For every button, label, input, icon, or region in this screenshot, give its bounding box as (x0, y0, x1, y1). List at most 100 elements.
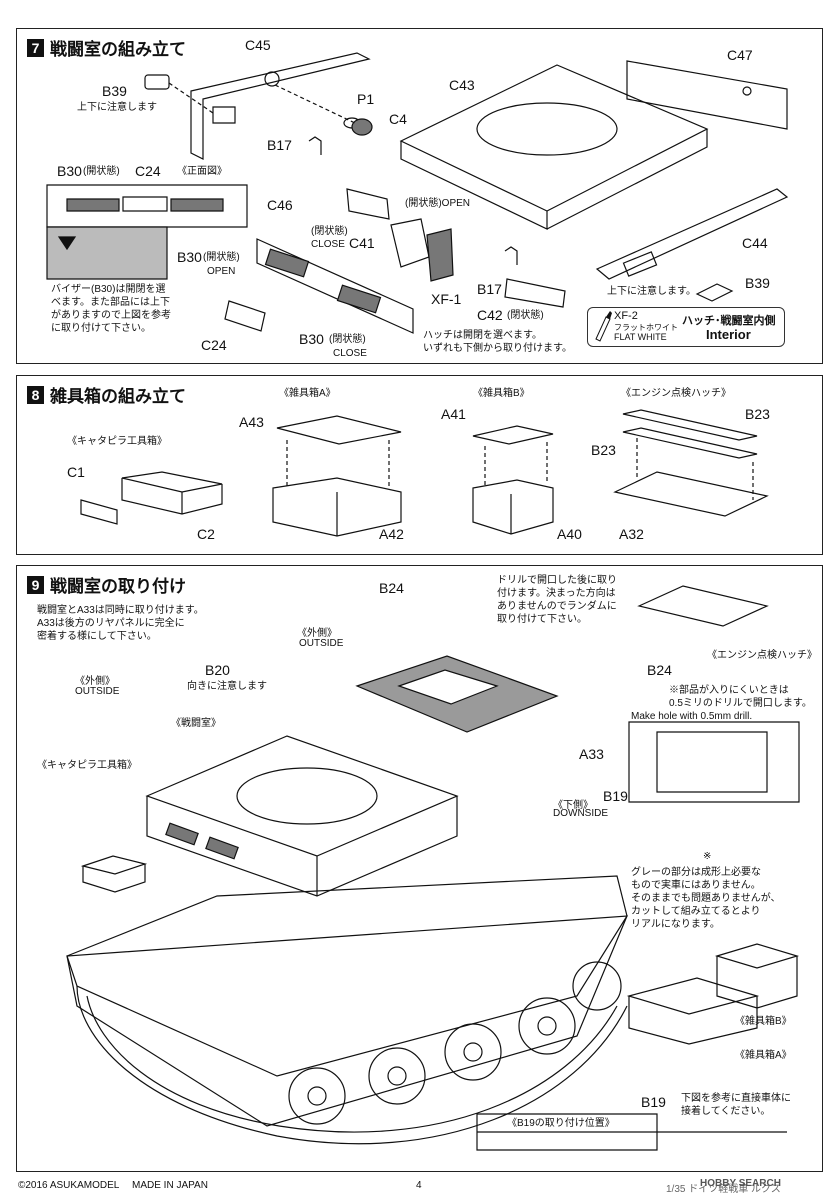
label-b19a: B19 (603, 788, 628, 804)
c47-wall (627, 61, 787, 129)
label-b20: B20 (205, 662, 230, 678)
step9-panel: 9 戦闘室の取り付け (16, 565, 823, 1172)
watermark: HOBBY SEARCH (700, 1178, 781, 1189)
label-c24a: C24 (135, 163, 161, 179)
road-wheel (519, 998, 575, 1054)
label-c47: C47 (727, 47, 753, 63)
label-b30: B30 (57, 163, 82, 179)
label-b19b: B19 (641, 1094, 666, 1110)
note-drill-en: Make hole with 0.5mm drill. (631, 711, 753, 722)
label-c45: C45 (245, 37, 271, 53)
label-c42: C42 (477, 307, 503, 323)
footer-made-in: MADE IN JAPAN (132, 1180, 208, 1191)
step7-panel: 7 戦闘室の組み立て (16, 28, 823, 364)
note-intro: 戦闘室とA33は同時に取り付けます。A33は後方のリヤパネルに完全に密着する様に… (37, 605, 204, 642)
label-a40: A40 (557, 526, 582, 542)
label-b39b: B39 (745, 275, 770, 291)
label-b23a: B23 (745, 406, 770, 422)
c45-wall (191, 53, 369, 159)
caption-engine-hatch: 《エンジン点検ハッチ》 (707, 650, 817, 661)
label-xf1: XF-1 (431, 291, 462, 307)
caption-front-view: 《正面図》 (177, 166, 227, 177)
label-c42-closed: (閉状態) (507, 310, 544, 321)
step-title: 雑具箱の組み立て (50, 387, 186, 406)
caption-outside2-jp: 《外側》 (75, 676, 115, 687)
note-updown-2: 上下に注意します。 (607, 286, 696, 297)
caption-box-a: 《雑具箱A》 (735, 1050, 792, 1061)
note-grey: グレーの部分は成形上必要なもので実車にはありません。 そのままでも問題ありません… (631, 867, 781, 930)
paint-code: XF-2 (614, 310, 638, 322)
c43-roof (401, 65, 707, 211)
label-b39a: B39 (102, 83, 127, 99)
label-b24a: B24 (379, 580, 404, 596)
note-b19: 下図を参考に直接車体に接着してください。 (681, 1093, 791, 1117)
brush-icon (595, 311, 612, 342)
step-title: 戦闘室の組み立て (50, 40, 186, 59)
caption-box-b: 《雑具箱B》 (735, 1016, 792, 1027)
a42-box (273, 478, 401, 536)
road-wheel (445, 1024, 501, 1080)
engine-hatch-detail (639, 586, 767, 626)
note-updown-1: 上下に注意します (77, 102, 157, 113)
label-b30-open: (開状態) (83, 166, 120, 177)
caption-downside-jp: 《下側》 (553, 800, 593, 811)
c45-slot (213, 107, 235, 123)
b23a-part (623, 410, 757, 440)
label-b30-open-en: OPEN (207, 266, 236, 277)
caption-outside2-en: OUTSIDE (75, 686, 120, 697)
c46-plate (257, 239, 413, 333)
paint-name-en: FLAT WHITE (614, 332, 667, 342)
label-b30-closed-code: B30 (299, 331, 324, 347)
label-p1: P1 (357, 91, 375, 107)
b39b-part (697, 284, 732, 301)
label-c44: C44 (742, 235, 768, 251)
b17a-part (309, 137, 321, 155)
caption-outside-jp: 《外側》 (297, 628, 337, 639)
c24-part (225, 301, 265, 331)
caption-downside-en: DOWNSIDE (553, 808, 608, 819)
track-box (83, 856, 145, 874)
profile-inset (47, 227, 167, 279)
label-b30-closed-en: CLOSE (333, 348, 367, 359)
road-wheel (369, 1048, 425, 1104)
label-b30-closed-jp: (閉状態) (329, 334, 366, 345)
b17b-part (505, 247, 517, 265)
note-drill-jp2: 0.5ミリのドリルで開口します。 (669, 698, 812, 709)
label-b30-open-jp: (開状態) (203, 252, 240, 263)
rear-panel-detail (629, 722, 799, 802)
label-c4: C4 (389, 111, 407, 127)
step8-header: 8 雑具箱の組み立て (27, 382, 186, 407)
c1-part (81, 500, 117, 524)
step9-illustration (17, 566, 822, 1171)
label-b24b: B24 (647, 662, 672, 678)
label-a41: A41 (441, 406, 466, 422)
label-c1: C1 (67, 464, 85, 480)
label-c2: C2 (197, 526, 215, 542)
open-hatch (427, 229, 453, 281)
step8-panel: 8 雑具箱の組み立て 《キャタピラ工具箱》 《雑具箱A》 《雑具箱B》 《エンジ… (16, 375, 823, 555)
box-b (717, 944, 797, 968)
caption-b19-position: 《B19の取り付け位置》 (507, 1118, 615, 1129)
b39-part (145, 75, 169, 89)
label-a43: A43 (239, 414, 264, 430)
c42-hatch (505, 279, 565, 307)
paint-name-jp: フラットホワイト (614, 323, 678, 332)
note-b20: 向きに注意します (187, 681, 267, 692)
step9-header: 9 戦闘室の取り付け (27, 572, 186, 597)
caption-box-b: 《雑具箱B》 (473, 388, 530, 399)
label-b17b: B17 (477, 281, 502, 297)
label-c24b: C24 (201, 337, 227, 353)
label-c43: C43 (449, 77, 475, 93)
label-c46: C46 (267, 197, 293, 213)
xf1-hatch (391, 219, 429, 267)
label-b23b: B23 (591, 442, 616, 458)
track (77, 986, 627, 1144)
step8-illustration (17, 376, 822, 554)
label-b30-open-code: B30 (177, 249, 202, 265)
label-c41-closed-en: CLOSE (311, 239, 345, 250)
c45-hole (265, 72, 279, 86)
step-number: 9 (27, 575, 44, 594)
c2-lid (122, 472, 222, 492)
caption-track-box: 《キャタピラ工具箱》 (67, 436, 167, 447)
caption-engine-hatch: 《エンジン点検ハッチ》 (621, 388, 731, 399)
